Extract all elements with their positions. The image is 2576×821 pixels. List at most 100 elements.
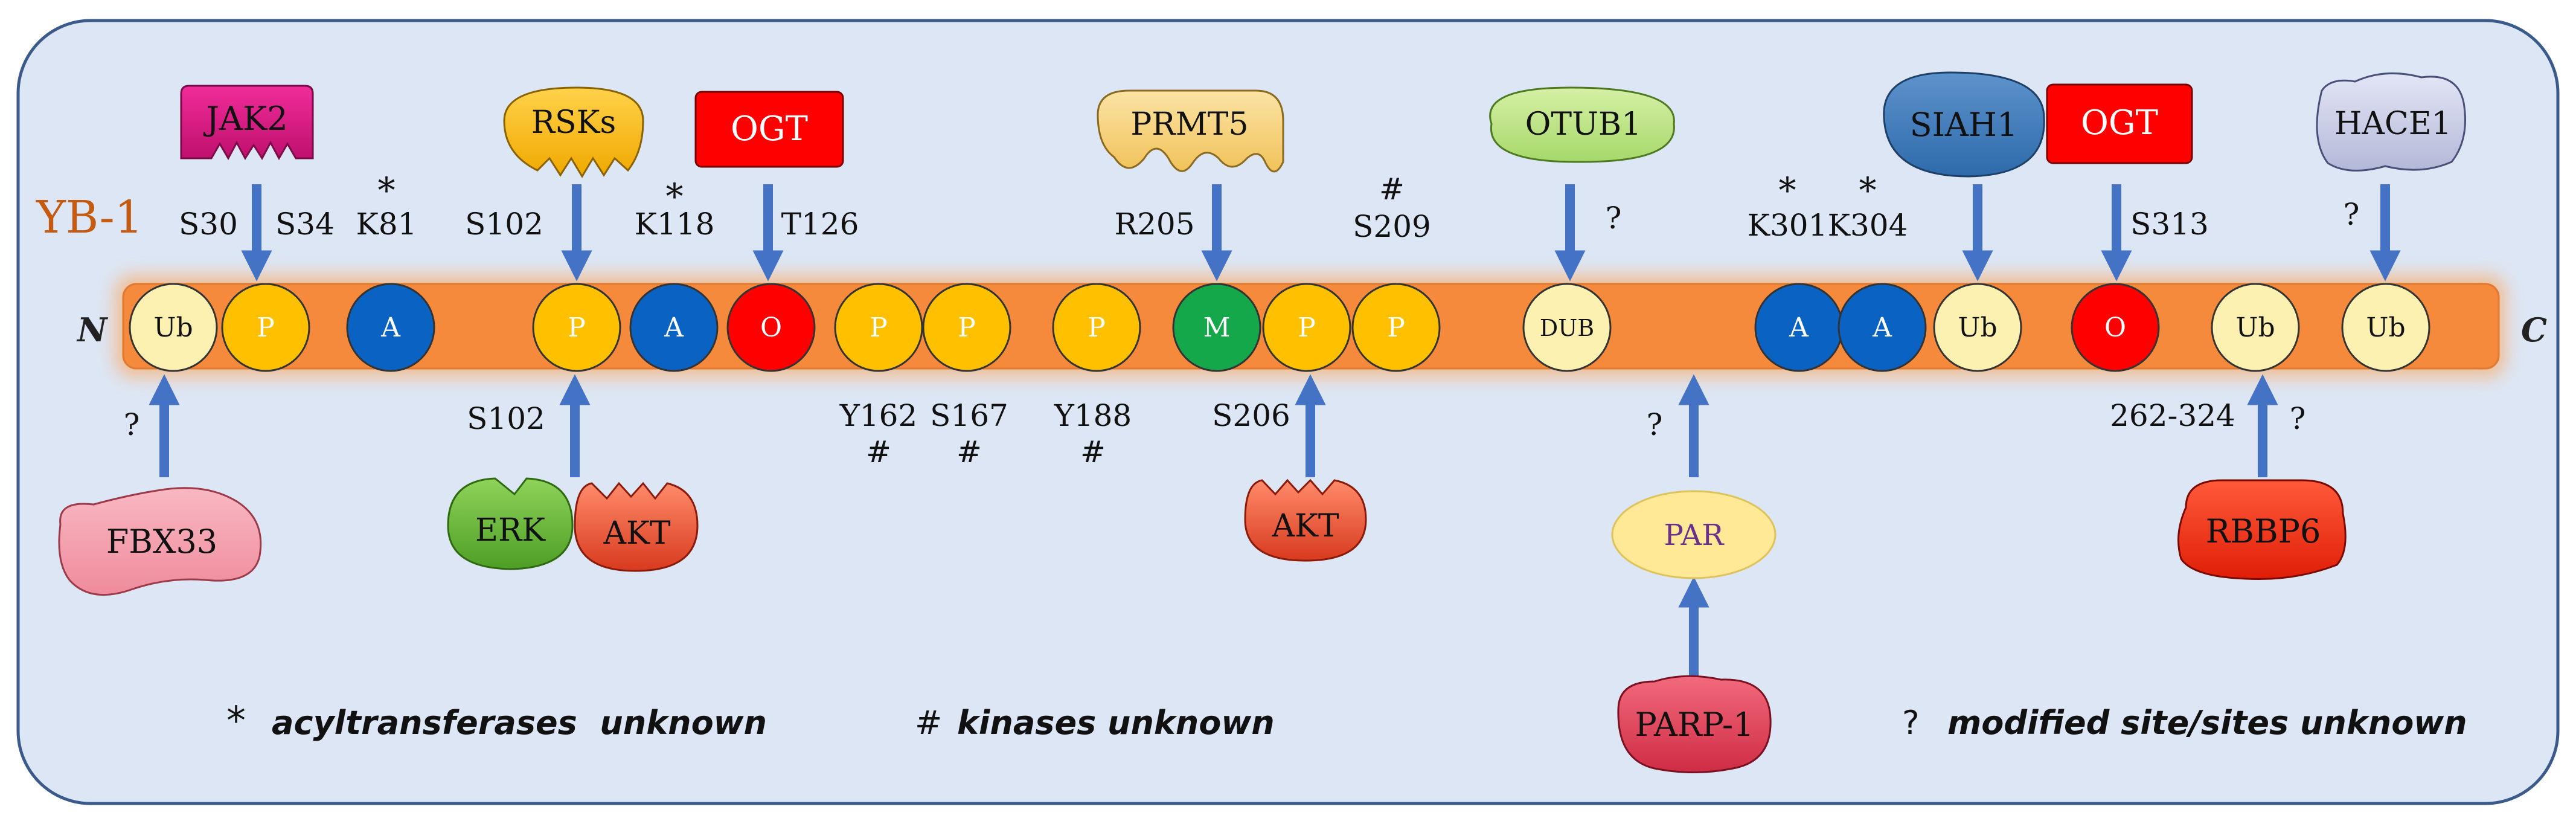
panel-background	[16, 19, 2560, 805]
legend-kinase-symbol: #	[915, 704, 942, 742]
jak2-label: JAK2	[203, 100, 287, 138]
mark-star-k81: *	[378, 170, 396, 211]
site-p-3	[834, 283, 923, 372]
site-o-1	[726, 283, 816, 372]
site-ub-1-label: Ub	[153, 312, 193, 343]
ogt-1-shape	[694, 91, 844, 168]
mark-hash-y188: #	[1080, 434, 1106, 469]
mark-star-k304: *	[1859, 170, 1877, 211]
rsks-shape	[503, 86, 644, 178]
parp1-label: PARP-1	[1635, 706, 1754, 744]
residue-s102-bottom: S102	[467, 401, 545, 436]
jak2-shape	[180, 85, 314, 161]
residue-k301: K301	[1748, 208, 1828, 243]
ogt-1-label: OGT	[731, 109, 808, 149]
akt-1-shape	[574, 481, 699, 572]
mark-q-par: ?	[1647, 407, 1663, 442]
otub1-label: OTUB1	[1525, 106, 1641, 143]
legend-kinase-text: kinases unknown	[957, 704, 1275, 742]
erk-label: ERK	[475, 512, 546, 549]
residue-s102-top: S102	[465, 207, 543, 242]
legend-site-symbol: ?	[1902, 704, 1920, 742]
site-p-5-label: P	[1088, 312, 1106, 343]
site-m-1	[1172, 283, 1261, 372]
site-dub	[1522, 283, 1612, 372]
mark-hash-s209: #	[1379, 172, 1405, 207]
residue-s209: S209	[1353, 209, 1431, 244]
site-o-2-label: O	[2104, 312, 2126, 343]
enzymes-bottom: FBX33 ERK AKT AKT PAR PARP-1 RBBP6	[58, 477, 2347, 773]
residue-k304: K304	[1828, 208, 1908, 243]
site-p-1	[221, 283, 310, 372]
site-ub-4-label: Ub	[2366, 312, 2405, 343]
residue-s34: S34	[275, 207, 335, 242]
mark-q-fbx33: ?	[124, 407, 140, 442]
akt-1-label: AKT	[603, 515, 670, 552]
site-p-6	[1262, 283, 1351, 372]
site-p-7	[1351, 283, 1441, 372]
mark-q-otub1: ?	[1606, 201, 1622, 236]
residue-labels-bottom: ? S102 Y162 # S167 # Y188 # S206 ? 262-3…	[124, 398, 2306, 469]
residue-y188: Y188	[1054, 398, 1132, 433]
site-ub-4	[2341, 283, 2430, 372]
site-a-2-label: A	[664, 312, 684, 343]
mark-star-k301: *	[1779, 170, 1796, 211]
residue-s167: S167	[930, 398, 1008, 433]
site-a-4	[1837, 283, 1927, 372]
site-p-6-label: P	[1298, 312, 1316, 343]
residue-r205: R205	[1114, 207, 1194, 242]
legend: * acyltransferases unknown # kinases unk…	[226, 699, 2467, 744]
residue-t126: T126	[781, 207, 859, 242]
residue-k118: K118	[635, 207, 715, 242]
site-p-2	[532, 283, 621, 372]
c-terminus-label: C	[2521, 311, 2547, 349]
site-o-2	[2071, 283, 2160, 372]
fbx33-label: FBX33	[106, 523, 217, 561]
mark-hash-y162: #	[866, 434, 891, 469]
site-ub-1	[129, 283, 218, 372]
erk-shape	[447, 477, 574, 570]
siah1-label: SIAH1	[1910, 106, 2018, 144]
site-m-1-label: M	[1203, 312, 1230, 343]
par-shape	[1611, 490, 1777, 579]
prmt5-shape	[1097, 89, 1284, 173]
site-ub-2-label: Ub	[1958, 312, 1997, 343]
n-terminus-label: N	[76, 311, 109, 349]
mark-star-k118: *	[666, 176, 684, 217]
residue-s30: S30	[179, 207, 238, 242]
fbx33-shape	[58, 487, 262, 596]
ogt-2-shape	[2046, 83, 2193, 164]
site-a-2	[629, 283, 719, 372]
site-ub-2	[1933, 283, 2022, 372]
site-a-4-label: A	[1872, 312, 1892, 343]
rsks-label: RSKs	[531, 105, 616, 141]
site-p-3-label: P	[870, 312, 888, 343]
parp1-shape	[1617, 675, 1772, 773]
legend-site-text: modified site/sites unknown	[1947, 704, 2467, 742]
protein-label: YB-1	[36, 192, 143, 243]
residue-s206: S206	[1212, 398, 1290, 433]
site-a-1-label: A	[380, 312, 401, 343]
arrows	[149, 184, 2401, 680]
residue-labels-top: S30 S34 * K81 S102 * K118 T126 R205 # S2…	[179, 170, 2359, 244]
modification-sites: Ub P A P A O P P P M P P DUB A A Ub O Ub	[129, 283, 2430, 372]
site-dub-label: DUB	[1540, 315, 1594, 341]
mark-q-hace1: ?	[2344, 197, 2360, 232]
hace1-label: HACE1	[2334, 106, 2452, 142]
rbbp6-shape	[2177, 479, 2347, 580]
rbbp6-label: RBBP6	[2206, 512, 2321, 550]
mark-q-rbbp6: ?	[2290, 401, 2306, 436]
hace1-shape	[2316, 72, 2466, 172]
otub1-shape	[1489, 86, 1675, 163]
site-p-4-label: P	[958, 312, 976, 343]
enzymes-top: JAK2 RSKs OGT PRMT5 OTUB1 SIAH1 OGT HACE…	[180, 71, 2466, 178]
site-ub-3-label: Ub	[2235, 312, 2275, 343]
site-p-5	[1052, 283, 1141, 372]
site-p-2-label: P	[568, 312, 586, 343]
residue-y162: Y162	[839, 398, 917, 433]
site-ub-3	[2211, 283, 2300, 372]
site-p-7-label: P	[1387, 312, 1405, 343]
site-o-1-label: O	[760, 312, 782, 343]
site-p-1-label: P	[257, 312, 275, 343]
